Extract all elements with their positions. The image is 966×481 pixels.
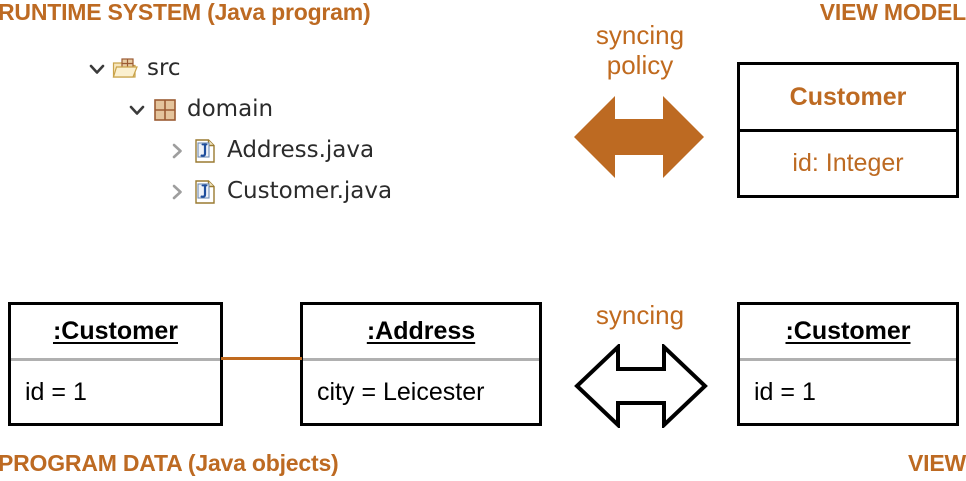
section-label-view-model: VIEW MODEL: [819, 0, 966, 25]
tree-item-src[interactable]: src: [86, 48, 506, 89]
chevron-down-icon[interactable]: [86, 58, 108, 80]
syncing-policy-caption-line2: policy: [606, 50, 674, 80]
object-box-view-customer-attributes: id = 1: [740, 361, 956, 423]
object-box-customer-header: :Customer: [11, 305, 220, 361]
class-attribute: id: Integer: [792, 149, 904, 177]
section-label-program-data: PROGRAM DATA (Java objects): [0, 450, 339, 476]
object-box-address-header: :Address: [303, 305, 539, 361]
object-title: :Customer: [785, 317, 911, 345]
syncing-policy-caption-line1: syncing: [595, 20, 685, 50]
object-box-view-customer-header: :Customer: [740, 305, 956, 361]
object-box-customer-attributes: id = 1: [11, 361, 220, 423]
object-box-view-customer: :Customer id = 1: [737, 302, 959, 426]
class-box-customer-header: Customer: [740, 65, 956, 132]
tree-item-domain[interactable]: domain: [86, 89, 506, 130]
chevron-right-icon[interactable]: [166, 140, 188, 162]
object-title: :Customer: [52, 317, 178, 345]
java-file-icon: [192, 138, 218, 164]
section-label-view: VIEW: [908, 450, 966, 476]
tree-item-customer-java[interactable]: Customer.java: [86, 171, 506, 212]
object-attribute: id = 1: [25, 377, 87, 406]
object-title: :Address: [366, 317, 476, 345]
tree-item-label: src: [147, 55, 181, 81]
object-attribute: id = 1: [754, 377, 816, 406]
syncing-policy-arrow: [574, 96, 704, 178]
tree-item-label: Address.java: [227, 137, 375, 163]
chevron-down-icon[interactable]: [126, 99, 148, 121]
customer-address-link: [221, 357, 302, 360]
package-grid-icon: [152, 97, 178, 123]
folder-open-package-icon: [112, 56, 138, 82]
object-box-customer: :Customer id = 1: [8, 302, 223, 426]
project-explorer-tree: src domain: [86, 48, 506, 212]
object-box-address-attributes: city = Leicester: [303, 361, 539, 423]
syncing-arrow: [574, 342, 708, 430]
class-title: Customer: [789, 82, 907, 111]
tree-item-label: Customer.java: [227, 178, 393, 204]
section-label-runtime-system: RUNTIME SYSTEM (Java program): [0, 0, 371, 25]
syncing-policy-caption: syncing policy: [552, 20, 728, 80]
syncing-caption-line1: syncing: [595, 300, 685, 330]
class-box-customer: Customer id: Integer: [737, 62, 959, 198]
syncing-caption: syncing: [552, 300, 728, 330]
java-file-icon: [192, 179, 218, 205]
chevron-right-icon[interactable]: [166, 181, 188, 203]
class-box-customer-attributes: id: Integer: [740, 132, 956, 195]
tree-item-label: domain: [187, 96, 274, 122]
tree-item-address-java[interactable]: Address.java: [86, 130, 506, 171]
object-box-address: :Address city = Leicester: [300, 302, 542, 426]
object-attribute: city = Leicester: [317, 377, 485, 406]
